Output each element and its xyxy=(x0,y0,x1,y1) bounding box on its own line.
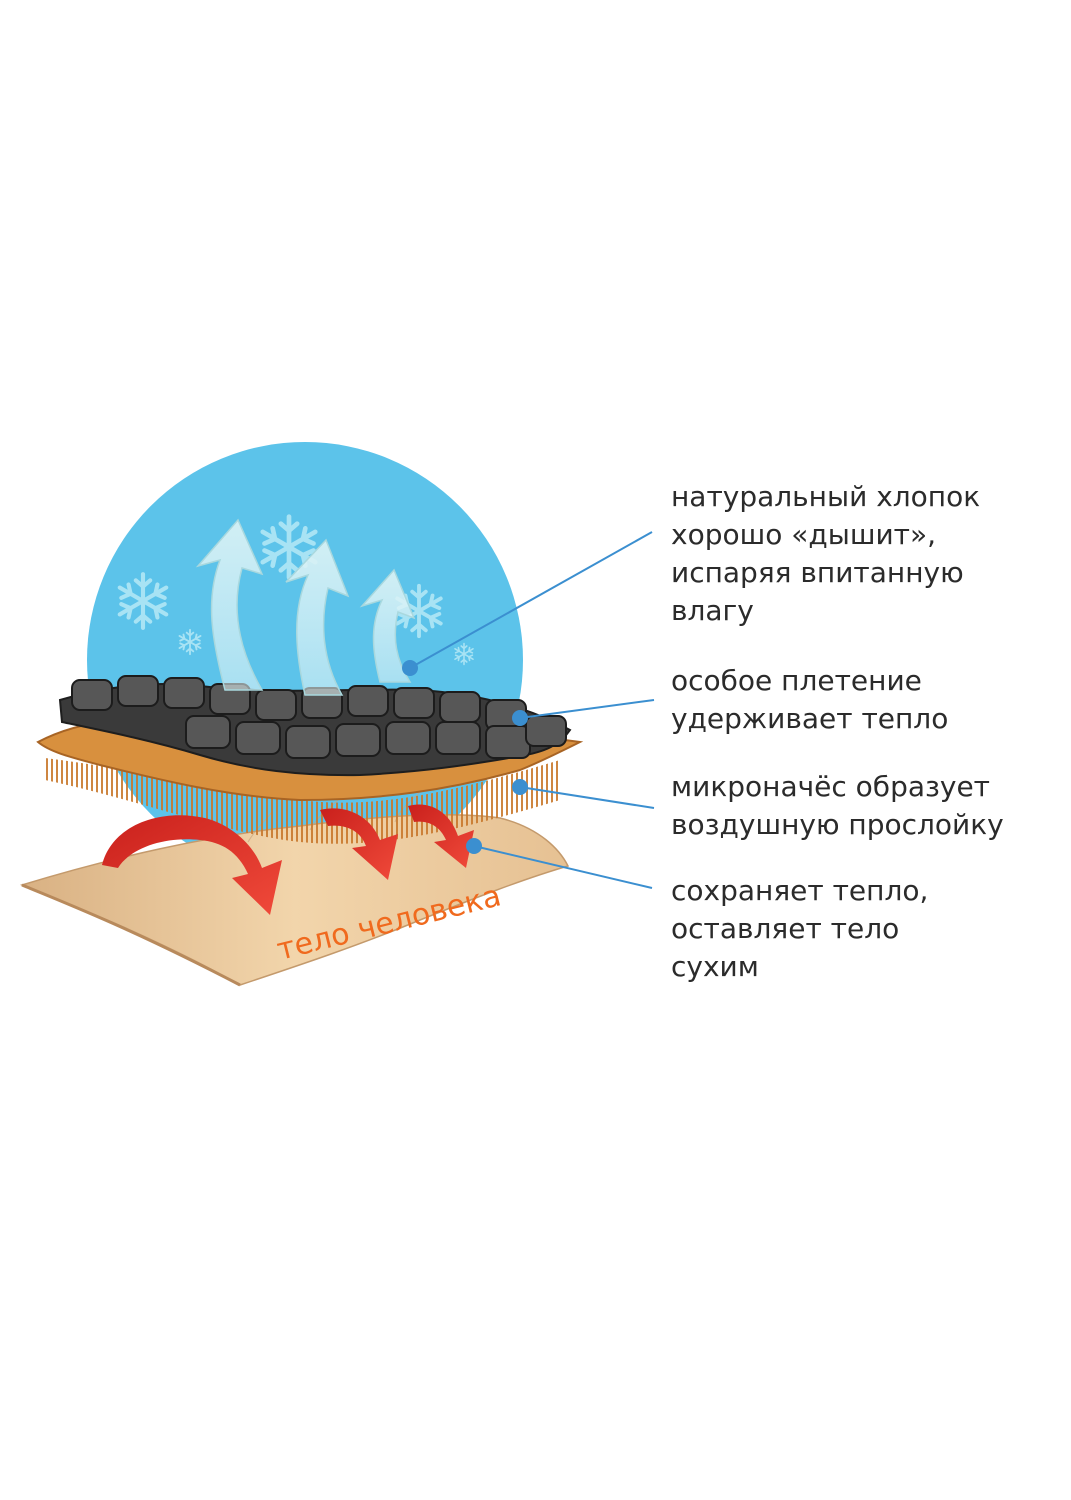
callout-line: воздушную прослойку xyxy=(671,808,1004,841)
callout-line: микроначёс образует xyxy=(671,770,990,803)
leader-lines xyxy=(409,531,655,889)
callout-fleece: микроначёс образует воздушную прослойку xyxy=(671,768,1004,844)
callout-line: особое плетение xyxy=(671,664,922,697)
callout-line: удерживает тепло xyxy=(671,702,949,735)
callout-line: влагу xyxy=(671,594,754,627)
callout-warmth: сохраняет тепло, оставляет тело сухим xyxy=(671,872,928,986)
callout-cotton: натуральный хлопок хорошо «дышит», испар… xyxy=(671,478,980,630)
knit-fabric-layer xyxy=(58,675,572,777)
callout-weave: особое плетение удерживает тепло xyxy=(671,662,948,738)
callout-line: оставляет тело xyxy=(671,912,900,945)
callout-line: испаряя впитанную xyxy=(671,556,964,589)
leader-dots xyxy=(402,660,528,854)
vapor-arrows xyxy=(195,518,416,696)
heat-arrows xyxy=(102,804,474,915)
callout-line: хорошо «дышит», xyxy=(671,518,937,551)
callout-line: сохраняет тепло, xyxy=(671,874,929,907)
callout-line: сухим xyxy=(671,950,759,983)
callout-line: натуральный хлопок xyxy=(671,480,981,513)
